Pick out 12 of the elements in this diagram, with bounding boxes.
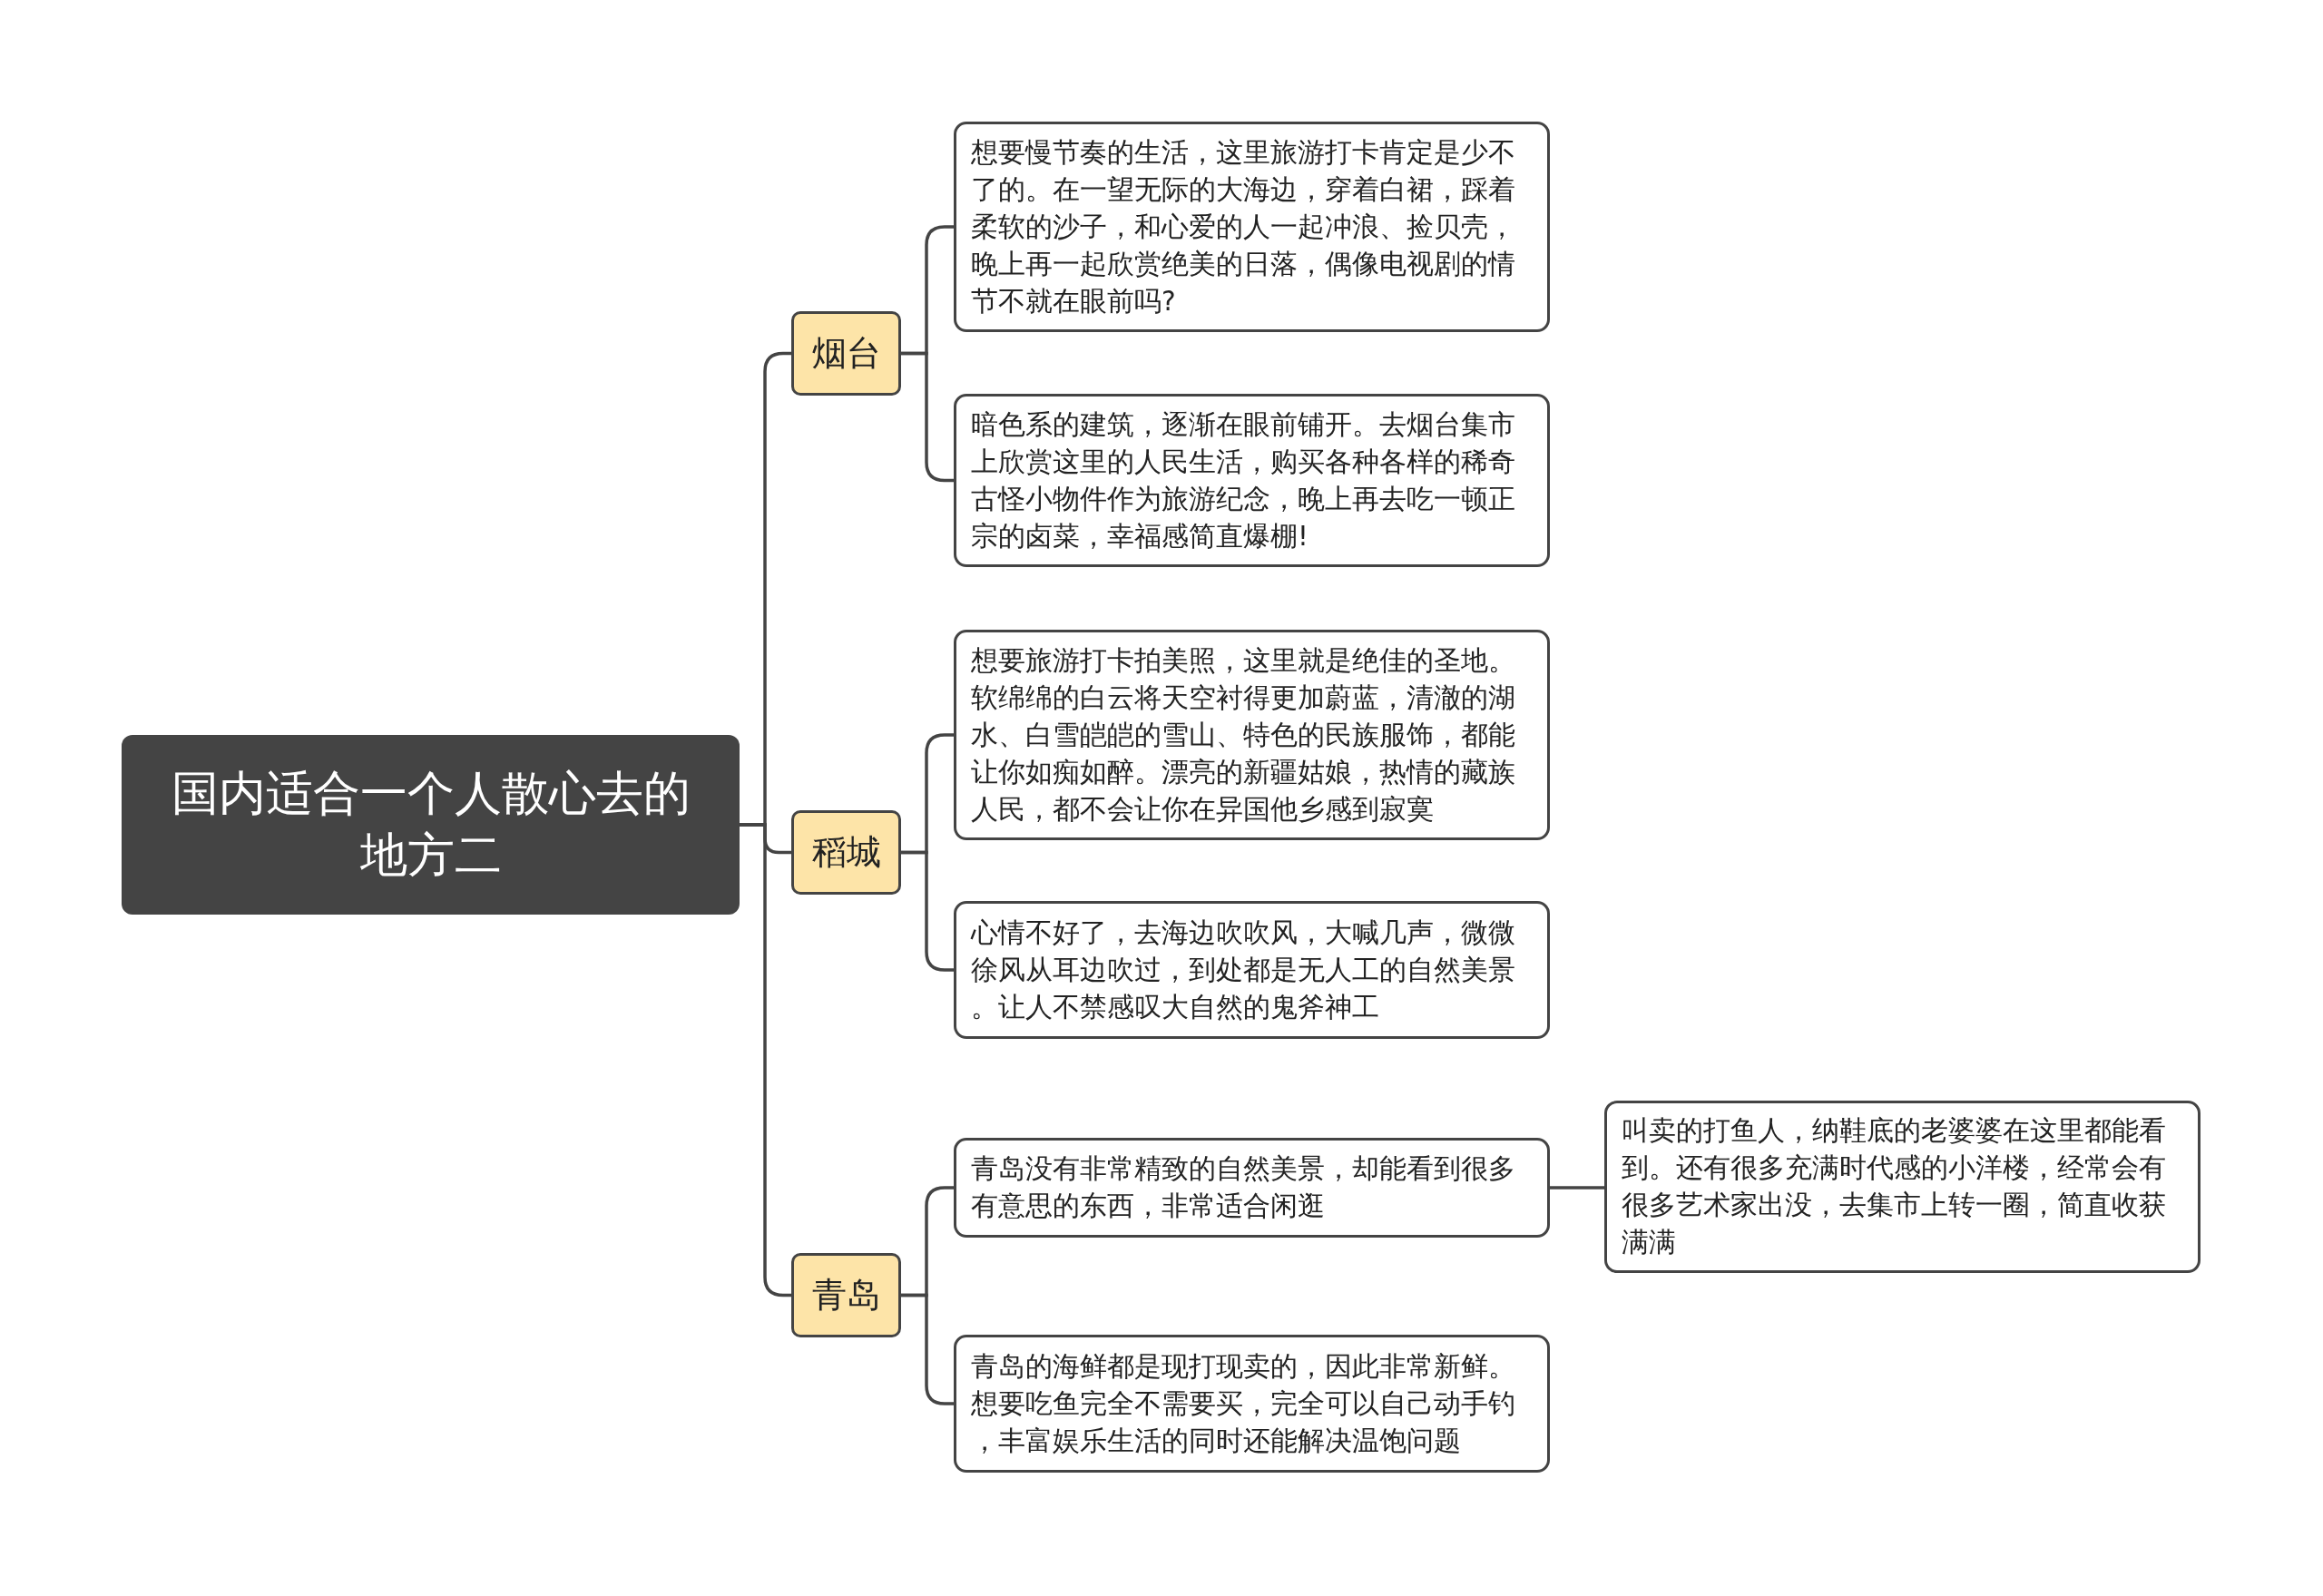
- note-box: 叫卖的打鱼人，纳鞋底的老婆婆在这里都能看到。还有很多充满时代感的小洋楼，经常会有很多艺术家出没，去集市上转一圈，简直收获满满: [1604, 1101, 2200, 1273]
- note-box: 青岛没有非常精致的自然美景，却能看到很多有意思的东西，非常适合闲逛: [954, 1138, 1550, 1238]
- topic-box: 青岛: [791, 1253, 901, 1337]
- note-box: 想要慢节奏的生活，这里旅游打卡肯定是少不了的。在一望无际的大海边，穿着白裙，踩着柔软的沙子，和心爱的人一起冲浪、捡贝壳，晚上再一起欣赏绝美的日落，偶像电视剧的情节不就在眼前吗?: [954, 122, 1550, 332]
- central-topic-box: 国内适合一个人散心去的地方二: [122, 735, 740, 915]
- note-box: 暗色系的建筑，逐渐在眼前铺开。去烟台集市上欣赏这里的人民生活，购买各种各样的稀奇古怪小物件作为旅游纪念，晚上再去吃一顿正宗的卤菜，幸福感简直爆棚!: [954, 394, 1550, 567]
- connector-line: [1550, 1186, 1604, 1190]
- topic-box: 烟台: [791, 311, 901, 396]
- note-box: 想要旅游打卡拍美照，这里就是绝佳的圣地。软绵绵的白云将天空衬得更加蔚蓝，清澈的湖水、白雪皑皑的雪山、特色的民族服饰，都能让你如痴如醉。漂亮的新疆姑娘，热情的藏族人民，都不会让你在异国他乡感到寂寞: [954, 630, 1550, 840]
- note-box: 青岛的海鲜都是现打现卖的，因此非常新鲜。想要吃鱼完全不需要买，完全可以自己动手钓，丰富娱乐生活的同时还能解决温饱问题: [954, 1335, 1550, 1473]
- topic-box: 稻城: [791, 810, 901, 895]
- note-box: 心情不好了，去海边吹吹风，大喊几声，微微徐风从耳边吹过，到处都是无人工的自然美景。让人不禁感叹大自然的鬼斧神工: [954, 901, 1550, 1039]
